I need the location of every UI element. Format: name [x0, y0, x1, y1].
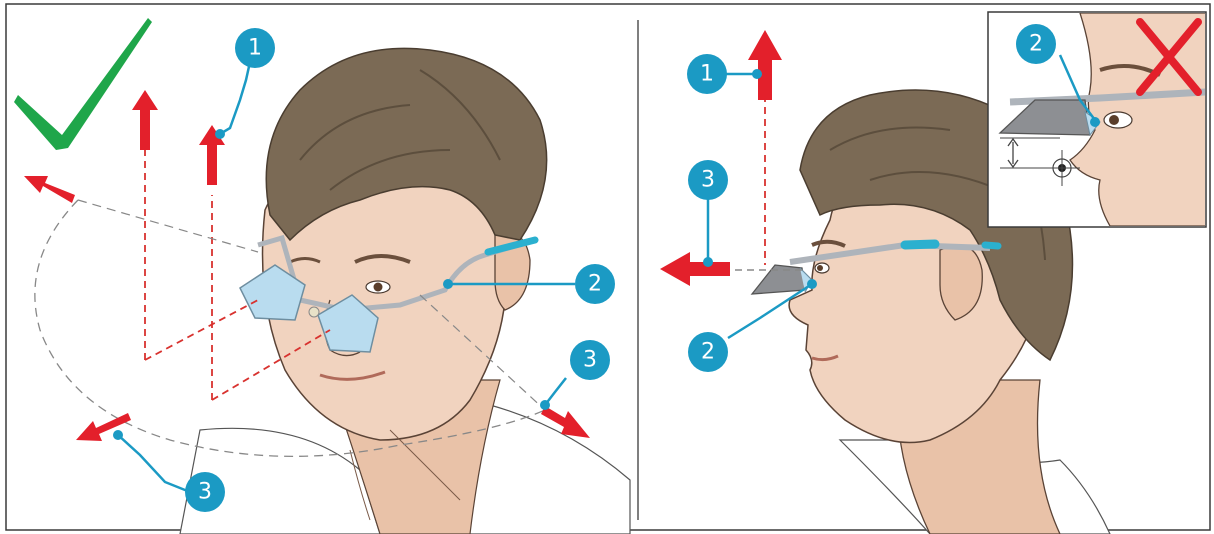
- inset-callout-2: 2: [1016, 24, 1056, 64]
- callout-1p-label: 1: [700, 62, 714, 87]
- callout-3-profile: 3: [688, 160, 728, 200]
- left-down-arrow: [76, 413, 131, 441]
- callout-2-profile: 2: [688, 332, 728, 372]
- callout-2: 2: [575, 264, 615, 304]
- inset-callout-dot: [1090, 117, 1100, 127]
- callout-2p-label: 2: [701, 340, 715, 365]
- callout-1-label: 1: [248, 36, 262, 61]
- left-up-arrow: [24, 176, 75, 203]
- inset-incorrect: 2: [988, 12, 1206, 227]
- up-arrow: [132, 90, 158, 150]
- callout-3p-label: 3: [701, 168, 715, 193]
- callout-1-profile: 1: [687, 54, 727, 94]
- callout-3-label: 3: [583, 348, 597, 373]
- iris-profile: [817, 265, 823, 271]
- left-arrow-profile: [660, 252, 730, 286]
- callout-3-bottom: 3: [185, 472, 225, 512]
- temple-tip-profile: [905, 244, 935, 245]
- inset-iris: [1109, 115, 1119, 125]
- callout-3b-label: 3: [198, 480, 212, 505]
- left-panel: 1 2 3 3: [14, 18, 630, 534]
- callout-3-right: 3: [570, 340, 610, 380]
- callout-1: 1: [235, 28, 275, 68]
- iris: [374, 283, 383, 292]
- nose-pad: [309, 307, 319, 317]
- up-arrow-profile: [748, 30, 782, 100]
- inset-callout-2-label: 2: [1029, 32, 1043, 57]
- callout-2-label: 2: [588, 272, 602, 297]
- checkmark-icon: [14, 18, 152, 150]
- temple-tip-end: [985, 245, 998, 246]
